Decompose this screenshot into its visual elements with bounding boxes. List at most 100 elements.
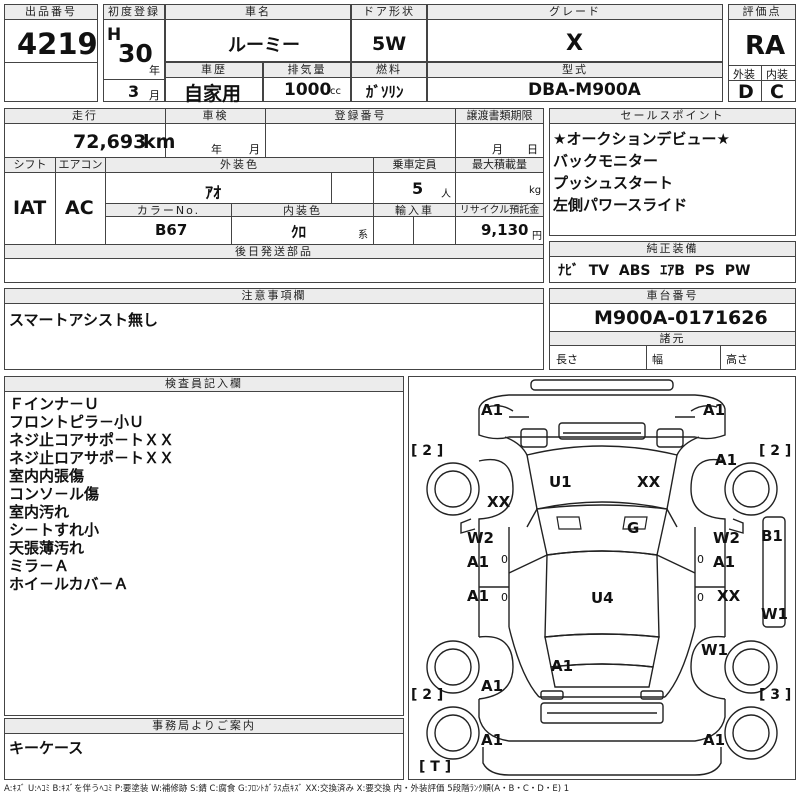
exterior-score-label: 外装	[733, 68, 755, 81]
fuel: ｶﾞｿﾘﾝ	[366, 83, 404, 101]
specs-label: 諸元	[550, 331, 795, 346]
later-parts-label: 後日発送部品	[5, 245, 543, 259]
door-type: 5W	[372, 33, 407, 55]
fuel-box: 燃料 ｶﾞｿﾘﾝ	[351, 62, 427, 102]
inspector-note-9: 天張薄汚れ	[9, 539, 85, 557]
first-registration-box: 初度登録 H 30 年 3 月	[103, 4, 165, 102]
car-diagram-box: A1 A1 A1 XX U1 XX G W2 A1 W2 A1 B1 A1 U4…	[408, 376, 796, 780]
shift-label: シフト	[5, 158, 55, 173]
sales-point-2: バックモニター	[553, 152, 659, 170]
equipment: ﾅﾋﾞ TV ABS ｴｱB PS PW	[558, 263, 751, 279]
history: 自家用	[184, 83, 242, 105]
aircon: AC	[65, 197, 94, 219]
zero-mark-4: 0	[697, 591, 704, 604]
sales-points-label: セールスポイント	[550, 109, 795, 124]
caution-label: 注意事項欄	[5, 289, 543, 304]
mark-right-front-pillar: B1	[761, 527, 783, 545]
mark-right-front-door-2: A1	[713, 553, 735, 571]
capacity-label: 乗車定員	[373, 158, 455, 173]
mark-left-fender: XX	[487, 493, 511, 511]
max-load-unit: kg	[529, 185, 542, 196]
capacity: 5	[412, 179, 424, 198]
tire-spare: [ T ]	[419, 759, 451, 775]
interior-score: C	[770, 81, 784, 103]
chassis-number: M900A-0171626	[594, 307, 768, 329]
era: H	[107, 25, 122, 45]
mark-left-front-door-2: A1	[467, 553, 489, 571]
recycle-unit: 円	[532, 231, 542, 242]
mark-right-rocker: W1	[761, 605, 788, 623]
inspector-note-7: 室内汚れ	[9, 503, 70, 521]
mark-rear-left-bumper: A1	[481, 731, 503, 749]
interior-score-label: 内装	[766, 68, 788, 81]
mileage: 72,693	[73, 131, 147, 153]
legend: A:ｷｽﾞ U:ﾍｺﾐ B:ｷｽﾞを伴うﾍｺﾐ P:要塗装 W:補修跡 S:錆 …	[4, 784, 570, 794]
inspection-year-unit: 年	[211, 143, 222, 156]
car-name: ルーミー	[228, 35, 300, 56]
reg-number-label: 登録番号	[265, 109, 455, 124]
mileage-label: 走行	[5, 109, 165, 124]
mark-right-rear-door: XX	[717, 587, 741, 605]
displacement-box: 排気量 1000 cc	[263, 62, 351, 102]
recycle-fee: 9,130	[481, 221, 529, 239]
inspector-note-4: ネジ止ロアサポ－トＸＸ	[9, 449, 175, 467]
mark-front-right-bumper: A1	[703, 401, 725, 419]
transfer-day-unit: 日	[527, 143, 538, 156]
sales-point-3: プッシュスタート	[553, 174, 674, 192]
mark-front-left-bumper: A1	[481, 401, 503, 419]
inspector-note-11: ホイ－ルカバ－Ａ	[9, 575, 129, 593]
model-code-box: 型式 DBA-M900A	[427, 62, 723, 102]
mark-windshield: G	[627, 519, 639, 537]
transfer-deadline-label: 譲渡書類期限	[455, 109, 543, 124]
model-code: DBA-M900A	[528, 80, 641, 100]
lot-box: 出品番号 4219	[4, 4, 98, 102]
exterior-color: ｱｵ	[205, 183, 222, 202]
interior-color: ｸﾛ	[291, 223, 307, 241]
mark-left-quarter: A1	[481, 677, 503, 695]
month-unit: 月	[149, 89, 160, 102]
chassis-box: 車台番号 M900A-0171626 諸元 長さ 幅 高さ	[549, 288, 796, 370]
office-note: キーケース	[9, 739, 84, 757]
mark-back-door: A1	[551, 657, 573, 675]
sales-points-box: セールスポイント ★オークションデビュー★ バックモニター プッシュスタート 左…	[549, 108, 796, 236]
equipment-label: 純正装備	[550, 242, 795, 257]
length-label: 長さ	[556, 353, 578, 366]
tire-front-left: [ 2 ]	[411, 443, 443, 459]
first-registration-month: 3	[128, 82, 140, 101]
inspector-note-5: 室内内張傷	[9, 467, 85, 485]
grade-box: グレード X	[427, 4, 723, 62]
inspector-note-10: ミラ－Ａ	[9, 557, 70, 575]
height-label: 高さ	[726, 353, 748, 366]
inspector-note-1: Ｆインナ－Ｕ	[9, 395, 100, 413]
mark-right-quarter: W1	[701, 641, 728, 659]
displacement-label: 排気量	[264, 63, 350, 78]
inspection-month-unit: 月	[249, 143, 260, 156]
inspector-box: 検査員記入欄 Ｆインナ－Ｕ フロントピラ－小Ｕ ネジ止コアサポ－トＸＸ ネジ止ロ…	[4, 376, 404, 716]
history-box: 車歴 自家用	[165, 62, 263, 105]
width-label: 幅	[652, 353, 663, 366]
mark-rear-right-bumper: A1	[703, 731, 725, 749]
mark-hood-left: U1	[549, 473, 572, 491]
mark-hood-right: XX	[637, 473, 661, 491]
inspector-note-8: シ－トすれ小	[9, 521, 100, 539]
equipment-box: 純正装備 ﾅﾋﾞ TV ABS ｴｱB PS PW	[549, 241, 796, 283]
specs-block: 走行 車検 登録番号 譲渡書類期限 72,693 km 年 月 月 日 シフト …	[4, 108, 544, 283]
interior-color-unit: 系	[358, 230, 368, 241]
inspection-label: 車検	[165, 109, 265, 124]
car-diagram: A1 A1 A1 XX U1 XX G W2 A1 W2 A1 B1 A1 U4…	[411, 379, 791, 776]
max-load-label: 最大積載量	[455, 158, 543, 173]
mark-left-rear-door: A1	[467, 587, 489, 605]
sales-point-4: 左側パワースライド	[553, 196, 688, 214]
inspector-label: 検査員記入欄	[5, 377, 403, 392]
caution-box: 注意事項欄 スマートアシスト無し	[4, 288, 544, 370]
chassis-label: 車台番号	[550, 289, 795, 304]
recycle-label: リサイクル預託金	[456, 203, 543, 217]
aircon-label: エアコン	[55, 158, 105, 173]
grade-label: グレード	[428, 5, 722, 20]
inspector-note-2: フロントピラ－小Ｕ	[9, 413, 145, 431]
caution-text: スマートアシスト無し	[9, 311, 158, 329]
lot-number: 4219	[17, 27, 98, 61]
zero-mark-2: 0	[697, 553, 704, 566]
history-label: 車歴	[166, 63, 262, 78]
inspector-note-6: コンソ－ル傷	[9, 485, 100, 503]
